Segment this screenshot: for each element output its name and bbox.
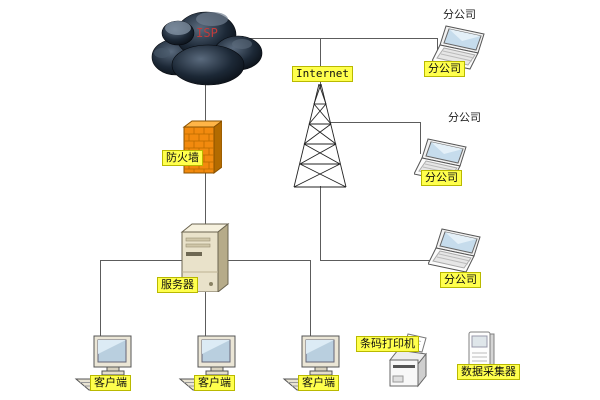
connector-line <box>437 38 438 50</box>
firewall-label: 防火墙 <box>162 150 203 166</box>
connector-line <box>320 38 321 88</box>
branch-label: 分公司 <box>421 170 462 186</box>
connector-line <box>330 122 420 123</box>
branch-title: 分公司 <box>443 8 476 21</box>
client-label: 客户端 <box>90 375 131 391</box>
branch-label: 分公司 <box>424 61 465 77</box>
connector-line <box>310 260 311 338</box>
connector-line <box>100 260 101 338</box>
connector-line <box>205 288 206 338</box>
client-label: 客户端 <box>194 375 235 391</box>
isp-cloud-icon <box>148 5 266 90</box>
laptop-icon <box>428 227 488 275</box>
branch-label: 分公司 <box>440 272 481 288</box>
isp-label: ISP <box>196 26 218 40</box>
client-label: 客户端 <box>298 375 339 391</box>
barcode-printer-icon <box>386 332 432 390</box>
connector-line <box>320 260 438 261</box>
connector-line <box>245 38 437 39</box>
server-icon <box>178 222 230 292</box>
connector-line <box>205 173 206 228</box>
data-collector-label: 数据采集器 <box>457 364 520 380</box>
internet-label: Internet <box>292 66 353 82</box>
connector-line <box>320 186 321 260</box>
firewall-icon <box>182 119 222 175</box>
branch-title: 分公司 <box>448 111 481 124</box>
connector-line <box>420 122 421 154</box>
connector-line <box>205 80 206 127</box>
server-label: 服务器 <box>157 277 198 293</box>
barcode-printer-label: 条码打印机 <box>356 336 419 352</box>
radio-tower-icon <box>292 84 348 189</box>
